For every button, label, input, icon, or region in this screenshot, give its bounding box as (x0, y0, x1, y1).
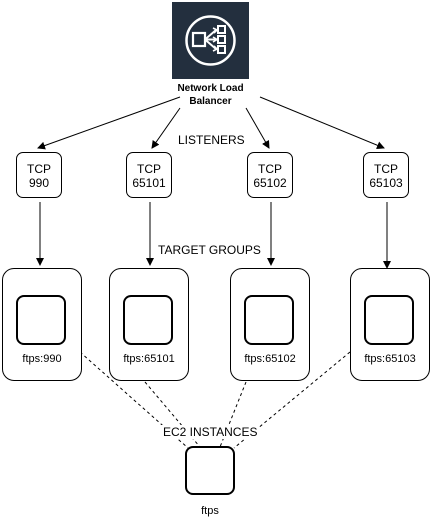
dashed-link-tg-65103 (233, 351, 351, 449)
target-group-label: ftps:65102 (244, 353, 296, 365)
listener-box: TCP 65103 (363, 152, 409, 198)
listener-protocol: TCP (258, 162, 282, 176)
target-group-box: ftps:65102 (230, 268, 310, 381)
target-group-icon (123, 295, 173, 345)
ec2-instances-heading: EC2 INSTANCES (161, 425, 260, 439)
arrow-nlb-to-listener-990 (37, 96, 181, 150)
listener-port: 65102 (253, 176, 287, 190)
ec2-instance-icon (185, 446, 235, 495)
arrow-nlb-to-listener-65102 (245, 107, 270, 149)
target-groups-heading: TARGET GROUPS (156, 243, 263, 257)
ec2-instance-label: ftps (201, 505, 219, 517)
listener-protocol: TCP (137, 162, 161, 176)
target-group-label: ftps:65101 (123, 353, 175, 365)
listeners-heading: LISTENERS (176, 133, 247, 147)
load-balancer-label-line2: Balancer (189, 96, 232, 107)
target-group-label: ftps:65103 (364, 353, 416, 365)
listener-box: TCP 65101 (126, 152, 172, 198)
listener-port: 990 (28, 176, 50, 190)
listener-protocol: TCP (374, 162, 398, 176)
dashed-link-tg-65101 (144, 381, 201, 448)
listener-port: 65103 (369, 176, 403, 190)
load-balancer-label: Network Load Balancer (150, 82, 271, 108)
target-group-icon (244, 295, 294, 345)
load-balancer-label-line1: Network Load (177, 83, 244, 94)
target-group-box: ftps:65101 (109, 268, 189, 381)
target-group-label: ftps:990 (22, 353, 62, 365)
listener-protocol: TCP (27, 162, 51, 176)
arrow-nlb-to-listener-65103 (259, 96, 385, 150)
target-group-icon (364, 295, 414, 345)
target-group-box: ftps:65103 (350, 268, 430, 381)
network-load-balancer-icon (172, 2, 249, 79)
listener-box: TCP 990 (16, 152, 62, 198)
listener-box: TCP 65102 (247, 152, 293, 198)
listener-port: 65101 (132, 176, 166, 190)
target-group-box: ftps:990 (2, 268, 82, 381)
arrow-nlb-to-listener-65101 (151, 107, 181, 149)
target-group-icon (16, 295, 66, 345)
